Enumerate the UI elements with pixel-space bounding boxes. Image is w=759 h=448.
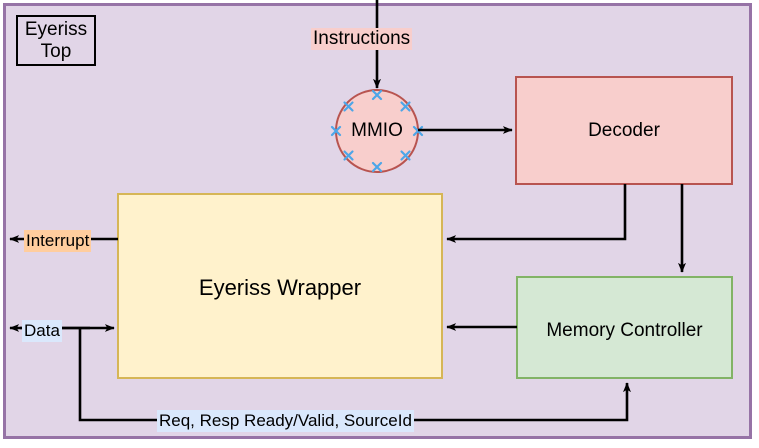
edge-label-instructions: Instructions <box>311 28 413 50</box>
eyeriss-top-label-line1: Eyeriss <box>24 18 88 40</box>
mmio-connection-markers <box>330 89 424 173</box>
node-mmio[interactable] <box>335 89 419 173</box>
node-memory-controller[interactable] <box>516 276 733 379</box>
eyeriss-top-label-line2: Top <box>40 40 72 62</box>
edge-decoder-to-wrapper <box>446 184 627 243</box>
node-eyeriss-wrapper[interactable] <box>117 193 443 379</box>
edge-label-interrupt: Interrupt <box>24 230 92 252</box>
node-decoder[interactable] <box>515 76 733 185</box>
eyeriss-top-label: Eyeriss Top <box>25 19 87 63</box>
edge-label-data: Data <box>22 320 62 342</box>
eyeriss-top-label-box: Eyeriss Top <box>16 15 96 66</box>
edge-label-bus: Req, Resp Ready/Valid, SourceId <box>157 410 414 432</box>
